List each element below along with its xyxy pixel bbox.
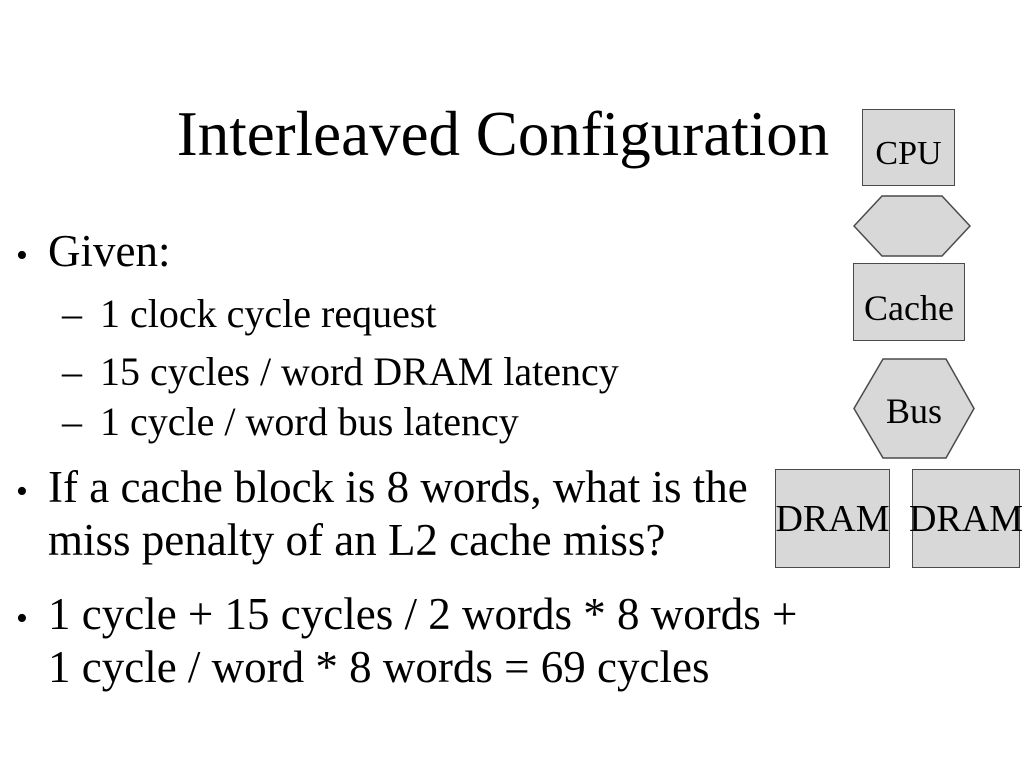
sub-bullet-bus-latency: – 1 cycle / word bus latency	[62, 397, 519, 447]
bullet-text: If a cache block is 8 words, what is the…	[48, 462, 748, 565]
dram-node-right: DRAM	[908, 469, 1024, 568]
bus-hexagon	[853, 358, 975, 459]
sub-bullet-text: 15 cycles / word DRAM latency	[100, 349, 619, 394]
bullet-text: 1 cycle + 15 cycles / 2 words * 8 words …	[48, 589, 798, 692]
bullet-marker: •	[16, 600, 28, 637]
dash-marker: –	[62, 291, 82, 336]
bus-node-label: Bus	[885, 390, 943, 431]
bullet-answer: • 1 cycle + 15 cycles / 2 words * 8 word…	[16, 588, 813, 694]
cache-node-label: Cache	[864, 288, 954, 328]
bullet-given: • Given:	[16, 225, 813, 282]
sub-bullet-text: 1 clock cycle request	[100, 291, 437, 336]
slide-title: Interleaved Configuration	[176, 99, 830, 169]
dram-node-left: DRAM	[775, 469, 890, 568]
sub-bullet-text: 1 cycle / word bus latency	[100, 399, 519, 444]
bullet-question: • If a cache block is 8 words, what is t…	[16, 461, 813, 567]
sub-bullet-dram-latency: – 15 cycles / word DRAM latency	[62, 347, 619, 397]
cache-node: Cache	[853, 263, 965, 341]
cpu-cache-connector-hexagon	[853, 195, 971, 257]
cpu-node-label: CPU	[875, 134, 942, 172]
dram-node-label: DRAM	[908, 497, 1024, 540]
bullet-text: Given:	[48, 226, 171, 276]
dash-marker: –	[62, 349, 82, 394]
dash-marker: –	[62, 399, 82, 444]
dram-node-label: DRAM	[775, 497, 890, 540]
sub-bullet-clock-cycle: – 1 clock cycle request	[62, 289, 437, 339]
cpu-node: CPU	[862, 109, 955, 186]
bullet-marker: •	[16, 473, 28, 510]
bullet-marker: •	[16, 237, 28, 274]
